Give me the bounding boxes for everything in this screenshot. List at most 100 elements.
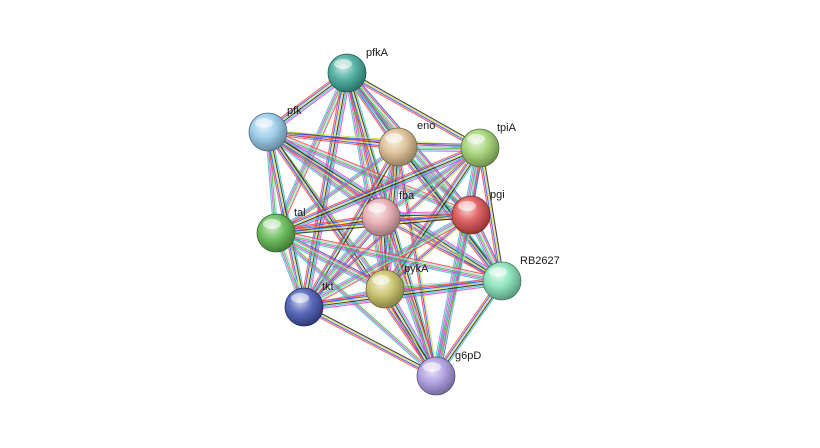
edge-fba-RB2627	[380, 215, 503, 283]
node-label: tal	[294, 207, 306, 219]
node-pgi[interactable]: pgi	[451, 189, 505, 235]
edge-strand	[304, 73, 349, 308]
edge-strand	[395, 147, 436, 377]
edge-strand	[304, 147, 400, 308]
edge-strand	[433, 278, 500, 375]
edge-strand	[276, 149, 482, 236]
edge-strand	[304, 284, 503, 312]
edge-strand	[275, 233, 385, 291]
node-label: pfk	[287, 105, 302, 117]
node-highlight	[489, 267, 507, 277]
edge-strand	[276, 231, 386, 289]
edge-strand	[305, 217, 473, 311]
node-eno[interactable]: eno	[378, 120, 435, 167]
edge-strand	[274, 145, 480, 232]
node-label: g6pD	[455, 350, 481, 362]
edge-strand	[437, 215, 474, 377]
edge-strand	[301, 215, 380, 306]
edge-strand	[434, 147, 480, 376]
node-label: fba	[399, 190, 415, 202]
edge-strand	[274, 145, 398, 233]
edge-strand	[303, 307, 436, 378]
edge-strand	[381, 216, 438, 376]
edge-strand	[304, 217, 382, 308]
edge-strand	[267, 132, 471, 217]
edge-strand	[302, 308, 436, 379]
edge-strand	[307, 73, 352, 308]
node-pykA[interactable]: pykA	[365, 263, 429, 309]
edge-strand	[275, 146, 399, 234]
node-fba[interactable]: fba	[361, 190, 415, 237]
node-highlight	[291, 293, 309, 303]
edge-tkt-g6pD	[302, 304, 438, 379]
node-label: pgi	[490, 189, 505, 201]
edge-strand	[431, 147, 477, 376]
edge-strand	[274, 144, 479, 231]
edge-pgi-g6pD	[433, 214, 474, 377]
edge-strand	[265, 134, 380, 221]
edge-strand	[275, 232, 503, 282]
edge-strand	[276, 229, 503, 279]
edge-strand	[436, 215, 473, 377]
edge-strand	[344, 73, 384, 290]
node-highlight	[334, 59, 352, 69]
node-highlight	[467, 134, 485, 144]
edge-strand	[347, 71, 481, 148]
edge-strand	[304, 304, 438, 375]
node-tpiA[interactable]: tpiA	[460, 122, 517, 168]
edge-strand	[345, 74, 480, 151]
edge-strand	[433, 147, 479, 376]
node-g6pD[interactable]: g6pD	[416, 350, 481, 396]
node-highlight	[458, 201, 476, 211]
edge-strand	[300, 214, 379, 305]
edge-strand	[380, 217, 502, 283]
edge-strand	[481, 147, 505, 281]
edge-strand	[274, 234, 385, 292]
edge-strand	[303, 216, 381, 307]
edge-strand	[275, 146, 480, 233]
node-highlight	[423, 362, 441, 372]
node-highlight	[372, 275, 390, 285]
edge-strand	[397, 146, 503, 282]
edge-strand	[304, 215, 472, 309]
edge-strand	[304, 305, 437, 376]
node-label: eno	[417, 120, 435, 132]
edge-strand	[276, 230, 503, 281]
edge-strand	[275, 233, 502, 284]
edge-strand	[347, 70, 482, 147]
node-label: tkt	[322, 281, 334, 293]
edge-strand	[433, 214, 470, 376]
edge-strand	[265, 132, 435, 378]
node-tal[interactable]: tal	[256, 207, 306, 253]
edge-strand	[380, 216, 503, 282]
node-highlight	[263, 219, 281, 229]
edge-strand	[302, 72, 347, 307]
edge-strand	[304, 282, 503, 310]
edge-tpiA-tal	[274, 144, 482, 237]
edge-strand	[276, 148, 481, 235]
edge-strand	[303, 214, 472, 308]
node-label: pykA	[404, 263, 429, 275]
edge-strand	[480, 147, 504, 281]
node-label: pfkA	[366, 47, 389, 59]
node-highlight	[255, 118, 273, 128]
edge-strand	[301, 72, 346, 307]
edge-pfkA-tpiA	[345, 70, 482, 151]
edge-strand	[299, 72, 344, 307]
edge-strand	[267, 133, 398, 150]
edge-strand	[380, 216, 437, 377]
node-label: RB2627	[520, 255, 560, 267]
edge-strand	[277, 150, 482, 237]
edge-strand	[434, 214, 471, 376]
node-tkt[interactable]: tkt	[284, 281, 334, 327]
node-RB2627[interactable]: RB2627	[482, 255, 560, 301]
nodes-layer: pfkA pfk eno tpiA fba pgi tal pykA RB2627 tkt g6pD	[248, 47, 560, 396]
node-pfkA[interactable]: pfkA	[327, 47, 389, 93]
edge-strand	[438, 282, 505, 379]
node-pfk[interactable]: pfk	[248, 105, 302, 152]
edge-strand	[381, 215, 503, 281]
node-label: tpiA	[497, 122, 517, 134]
edge-strand	[275, 235, 502, 285]
